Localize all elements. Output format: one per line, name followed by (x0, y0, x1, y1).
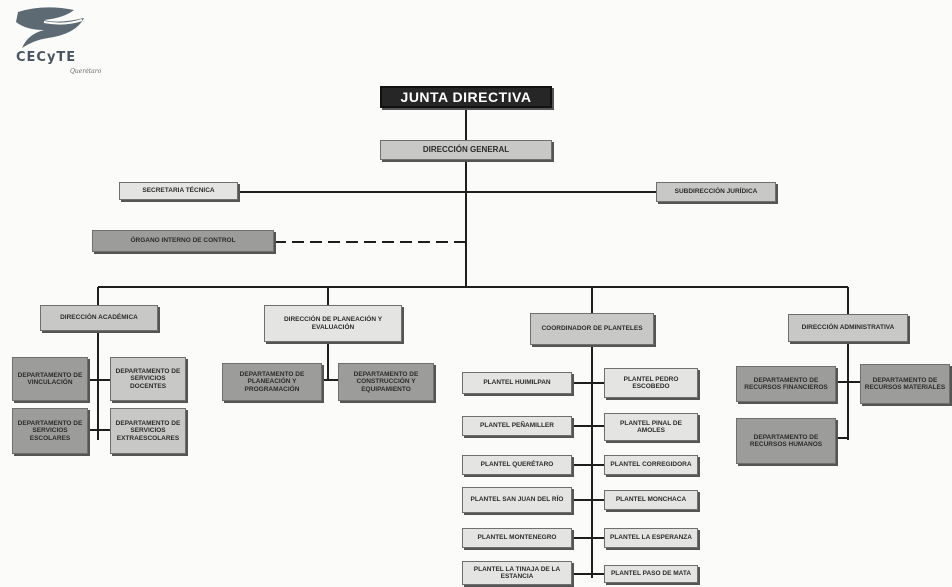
plantel-la-esperanza-box: PLANTEL LA ESPERANZA (604, 528, 698, 548)
depto-vinculacion-box: DEPARTAMENTO DE VINCULACIÓN (12, 357, 88, 401)
cecyte-logo: CECyTE Querétaro (4, 4, 124, 76)
depto-planeacion-programacion-box: DEPARTAMENTO DE PLANEACIÓN Y PROGRAMACIÓ… (222, 363, 322, 401)
plantel-la-tinaja-box: PLANTEL LA TINAJA DE LA ESTANCIA (462, 561, 572, 585)
direccion-academica-box: DIRECCIÓN ACADÉMICA (40, 305, 158, 331)
depto-servicios-escolares-box: DEPARTAMENTO DE SERVICIOS ESCOLARES (12, 408, 88, 454)
plantel-pedro-escobedo-box: PLANTEL PEDRO ESCOBEDO (604, 368, 698, 398)
direccion-general-box: DIRECCIÓN GENERAL (380, 140, 552, 160)
plantel-monchaca-box: PLANTEL MONCHACA (604, 490, 698, 510)
plantel-corregidora-box: PLANTEL CORREGIDORA (604, 455, 698, 475)
plantel-queretaro-box: PLANTEL QUERÉTARO (462, 455, 572, 475)
bird-logo-icon (16, 7, 84, 49)
logo-brand: CECyTE (16, 50, 77, 65)
plantel-huimilpan-box: PLANTEL HUIMILPAN (462, 372, 572, 394)
depto-servicios-docentes-box: DEPARTAMENTO DE SERVICIOS DOCENTES (110, 357, 186, 401)
plantel-paso-de-mata-box: PLANTEL PASO DE MATA (604, 565, 698, 583)
plantel-pinal-amoles-box: PLANTEL PINAL DE AMOLES (604, 413, 698, 441)
coordinador-planteles-box: COORDINADOR DE PLANTELES (530, 313, 654, 345)
plantel-montenegro-box: PLANTEL MONTENEGRO (462, 528, 572, 548)
organo-interno-control-box: ÓRGANO INTERNO DE CONTROL (92, 230, 274, 252)
depto-recursos-financieros-box: DEPARTAMENTO DE RECURSOS FINANCIEROS (736, 366, 836, 402)
secretaria-tecnica-box: SECRETARIA TÉCNICA (119, 182, 238, 200)
direccion-planeacion-box: DIRECCIÓN DE PLANEACIÓN Y EVALUACIÓN (264, 305, 402, 342)
junta-directiva-box: JUNTA DIRECTIVA (380, 86, 552, 108)
logo-sublabel: Querétaro (70, 68, 102, 75)
depto-recursos-materiales-box: DEPARTAMENTO DE RECURSOS MATERIALES (860, 364, 950, 404)
depto-recursos-humanos-box: DEPARTAMENTO DE RECURSOS HUMANOS (736, 418, 836, 464)
depto-extraescolares-box: DEPARTAMENTO DE SERVICIOS EXTRAESCOLARES (110, 408, 186, 454)
depto-construccion-box: DEPARTAMENTO DE CONSTRUCCIÓN Y EQUIPAMIE… (338, 363, 434, 401)
plantel-penamiller-box: PLANTEL PEÑAMILLER (462, 416, 572, 436)
subdireccion-juridica-box: SUBDIRECCIÓN JURÍDICA (656, 182, 776, 202)
plantel-san-juan-box: PLANTEL SAN JUAN DEL RÍO (462, 487, 572, 513)
direccion-administrativa-box: DIRECCIÓN ADMINISTRATIVA (788, 314, 908, 342)
